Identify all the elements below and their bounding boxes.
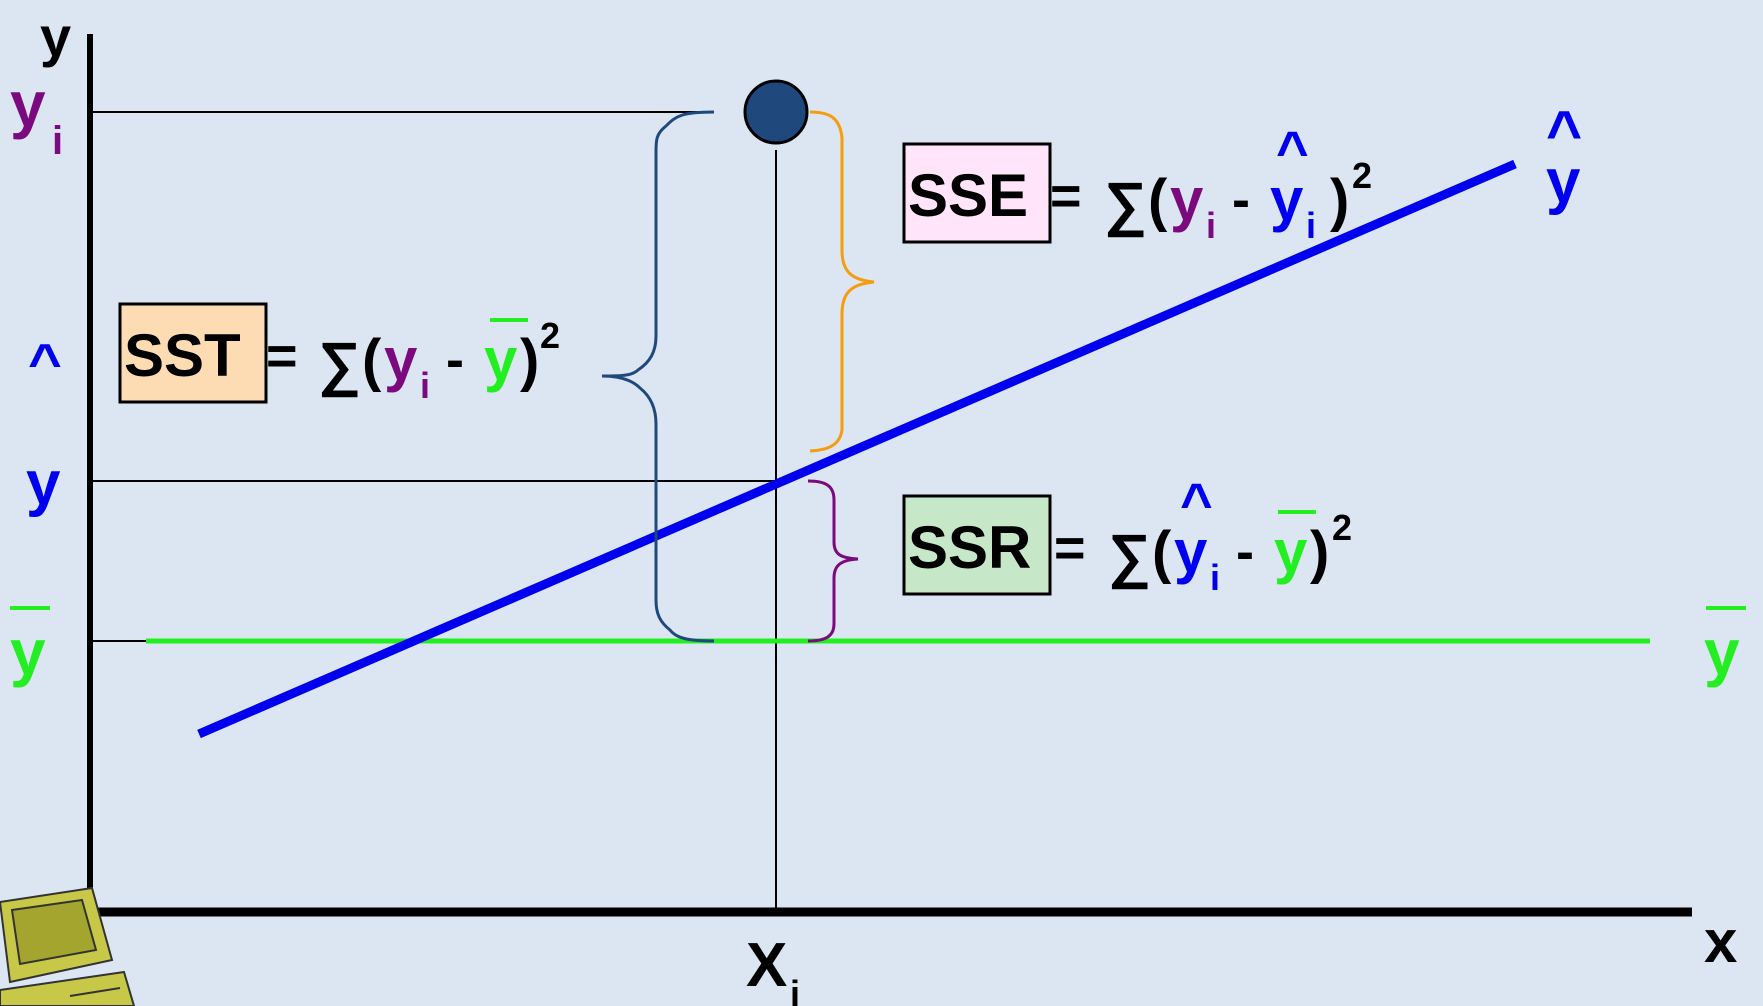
yhat-right-label: y [1546, 147, 1581, 216]
sse-brace [810, 112, 874, 451]
yi-left-subscript: i [52, 119, 63, 163]
sse-exponent: 2 [1352, 155, 1372, 196]
sse-yi-subscript: i [1206, 205, 1216, 246]
xi-label: X [746, 931, 787, 1000]
ssr-label: SSR [908, 514, 1031, 581]
ybar-left-label: y [10, 616, 46, 688]
sst-exponent: 2 [540, 315, 560, 356]
sst-brace [602, 112, 714, 641]
sst-equals: = [266, 326, 298, 386]
sse-equals: = [1050, 166, 1082, 226]
sst-ybar: y [484, 326, 518, 393]
ssr-yhat-subscript: i [1210, 557, 1220, 598]
sse-open-paren: ( [1148, 168, 1168, 233]
sst-label: SST [124, 322, 241, 389]
sse-sigma: ∑ [1104, 170, 1147, 238]
sse-close-paren: ) [1330, 168, 1349, 233]
ssr-exponent: 2 [1332, 507, 1352, 548]
sse-yhat-subscript: i [1306, 205, 1316, 246]
yi-left-label: y [10, 68, 46, 140]
sst-yi: y [384, 326, 418, 393]
ssr-open-paren: ( [1152, 520, 1172, 585]
xi-subscript: i [790, 973, 800, 1006]
ssr-close-paren: ) [1310, 520, 1329, 585]
sst-minus: - [446, 330, 464, 390]
yhat-left-label: y [26, 449, 61, 518]
sse-yi: y [1170, 166, 1204, 233]
regression-line [199, 164, 1515, 734]
y-axis-label: y [40, 5, 71, 68]
ssr-ybar: y [1274, 518, 1308, 585]
yhat-left-hat: ^ [28, 332, 62, 391]
ssr-sigma: ∑ [1108, 522, 1151, 590]
sst-yi-subscript: i [420, 365, 430, 406]
ssr-brace [808, 481, 858, 641]
sse-minus: - [1232, 170, 1250, 230]
sse-label: SSE [908, 162, 1028, 229]
ssr-yhat: y [1174, 518, 1208, 585]
ybar-right-label: y [1704, 616, 1740, 688]
sst-close-paren: ) [520, 328, 539, 393]
sst-sigma: ∑ [318, 330, 361, 398]
ssr-equals: = [1054, 518, 1086, 578]
x-axis-label: x [1704, 908, 1737, 975]
sst-open-paren: ( [362, 328, 382, 393]
computer-clipart-icon [0, 888, 134, 1006]
sse-yhat: y [1270, 166, 1304, 233]
ssr-minus: - [1236, 522, 1254, 582]
data-point [745, 81, 807, 143]
